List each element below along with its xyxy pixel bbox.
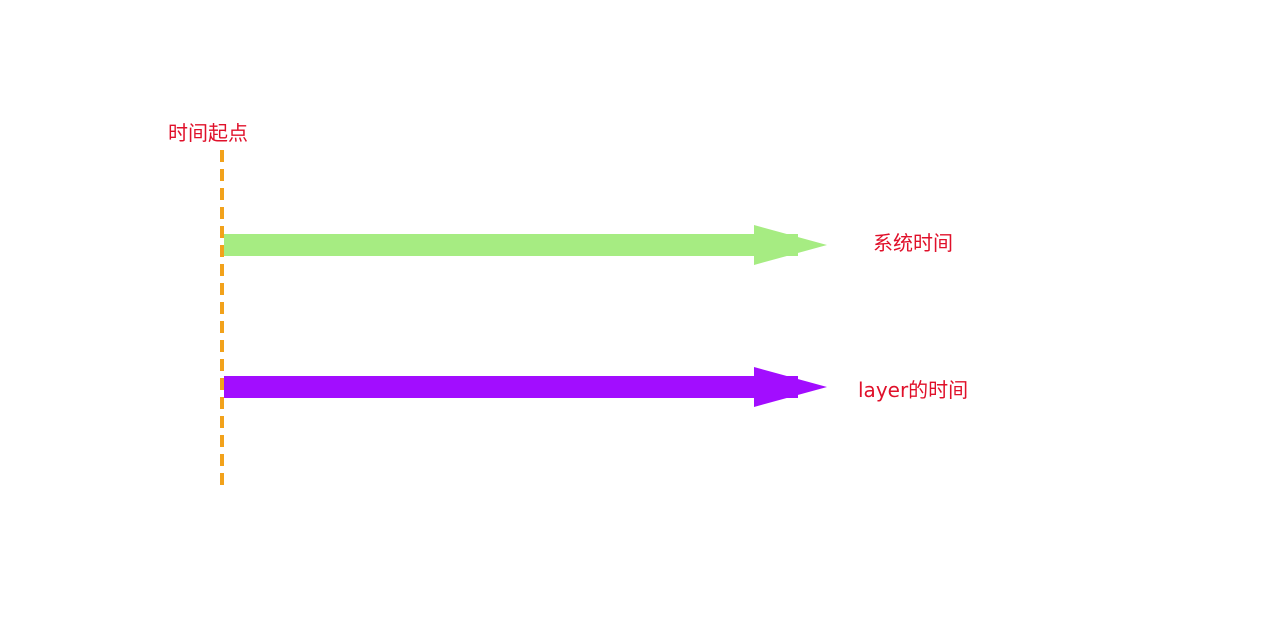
system-time-arrow-shaft	[224, 234, 798, 256]
layer-time-arrow-shaft	[224, 376, 798, 398]
system-time-label: 系统时间	[873, 231, 953, 255]
system-time-arrow	[224, 225, 827, 265]
layer-time-arrow-head	[754, 367, 827, 407]
system-time-arrow-head	[754, 225, 827, 265]
time-origin-label: 时间起点	[168, 121, 248, 145]
layer-time-arrow	[224, 367, 827, 407]
layer-time-label: layer的时间	[858, 378, 969, 402]
